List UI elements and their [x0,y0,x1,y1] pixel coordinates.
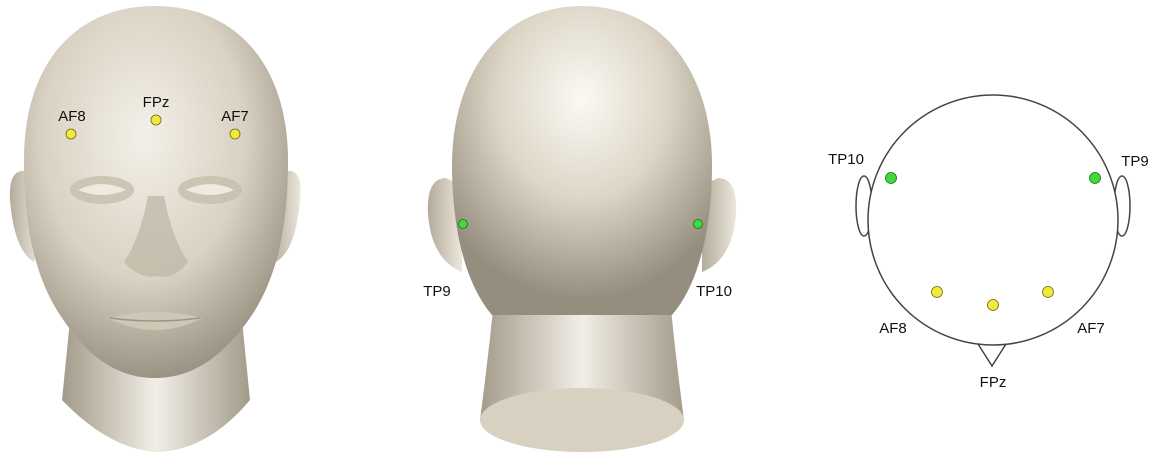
back-label-tp10: TP10 [696,283,732,300]
front-electrode-af8 [66,129,76,139]
top-electrode-af8 [932,287,943,298]
back-head [452,6,712,315]
front-electrode-af7 [230,129,240,139]
back-label-tp9: TP9 [423,283,451,300]
back-electrode-tp9 [459,220,468,229]
top-label-af8: AF8 [879,320,907,337]
top-electrode-fpz [988,300,999,311]
back-neck-cut [480,388,684,452]
front-label-fpz: FPz [143,94,170,111]
top-nose [978,344,1006,366]
front-label-af8: AF8 [58,108,86,125]
back-electrode-tp10 [694,220,703,229]
top-label-tp9: TP9 [1121,153,1149,170]
front-head-view: AF8 FPz AF7 [10,6,301,452]
top-label-af7: AF7 [1077,320,1105,337]
top-head-schematic: TP10 TP9 AF8 AF7 FPz [828,95,1149,391]
top-label-tp10: TP10 [828,151,864,168]
back-head-view: TP9 TP10 [423,6,736,452]
top-electrode-tp9 [1090,173,1101,184]
top-electrode-af7 [1043,287,1054,298]
top-label-fpz: FPz [980,374,1007,391]
front-label-af7: AF7 [221,108,249,125]
front-electrode-fpz [151,115,161,125]
top-electrode-tp10 [886,173,897,184]
